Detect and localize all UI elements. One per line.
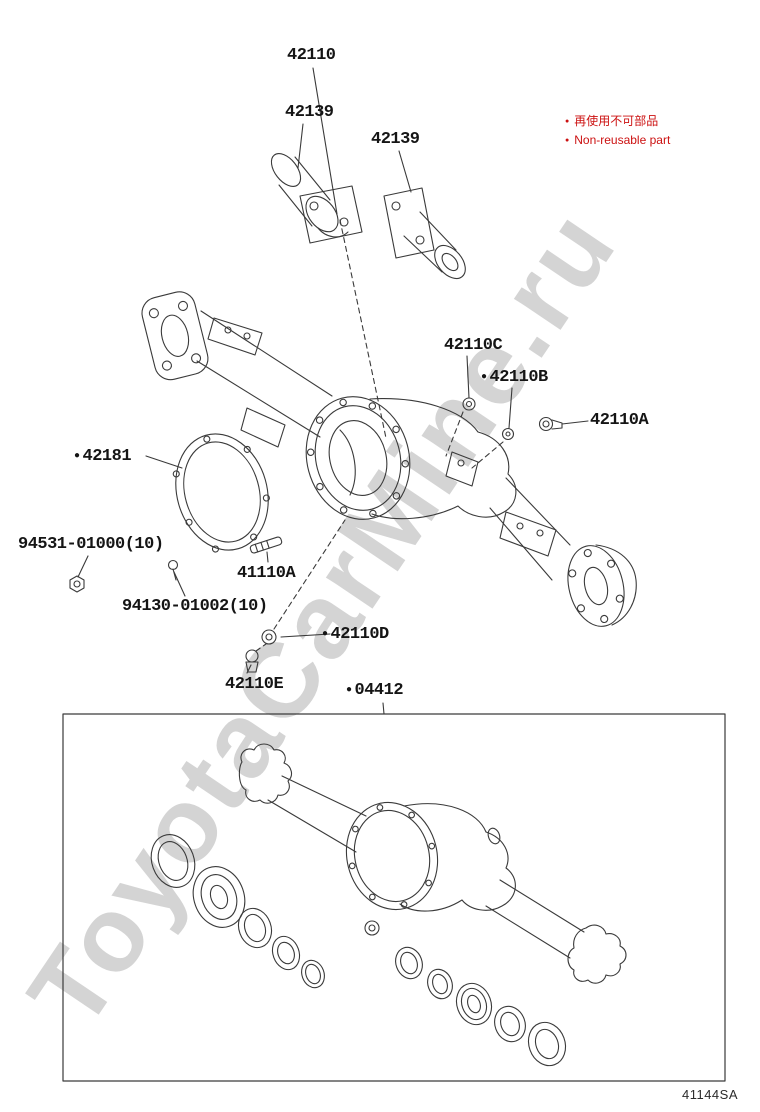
kit-rings-right [395, 946, 567, 1067]
kit-axle-housing [238, 743, 627, 984]
part-label-42110E[interactable]: 42110E [225, 675, 284, 694]
part-number-text: 42139 [285, 103, 334, 122]
part-label-42110A[interactable]: 42110A [590, 411, 649, 430]
part-label-42110C[interactable]: 42110C [444, 336, 503, 355]
part-number-text: 41110A [237, 564, 296, 583]
part-number-text: 42110E [225, 675, 284, 694]
part-label-94531-01000[interactable]: 94531-01000(10) [18, 535, 164, 554]
non-reusable-bullet-icon: ● [74, 450, 80, 462]
part-label-42139-left[interactable]: 42139 [285, 103, 334, 122]
legend-line-cjk: ● 再使用不可部品 [565, 112, 670, 131]
legend-text-cjk: 再使用不可部品 [574, 114, 659, 128]
legend-bullet-icon: ● [565, 137, 570, 145]
kit-rings-left [150, 834, 325, 989]
diagram-code: 41144SA [681, 1087, 738, 1102]
axle-housing-assembly [141, 291, 637, 627]
nut-94531 [69, 575, 85, 593]
part-label-42181[interactable]: ●42181 [74, 447, 132, 466]
part-number-text: 42110A [590, 411, 649, 430]
fitting-42110C [462, 397, 476, 411]
vent-joint-left [270, 153, 363, 244]
kit-box-04412 [62, 713, 726, 1082]
bolt-94130 [167, 559, 179, 581]
part-label-42110B[interactable]: ●42110B [481, 368, 548, 387]
plug-42110E [245, 649, 259, 673]
non-reusable-bullet-icon: ● [481, 371, 487, 383]
part-label-42110[interactable]: 42110 [287, 46, 336, 65]
non-reusable-legend: ● 再使用不可部品 ● Non-reusable part [565, 112, 670, 150]
legend-bullet-icon: ● [565, 118, 570, 125]
non-reusable-bullet-icon: ● [346, 684, 352, 696]
dashed-leader-lines [255, 219, 504, 652]
gasket-42181 [172, 433, 270, 553]
part-number-text: 42139 [371, 130, 420, 149]
vent-joint-right [383, 187, 466, 280]
plug-42110A [538, 416, 563, 432]
part-number-text: 42110D [330, 625, 390, 644]
part-label-41110A[interactable]: 41110A [237, 564, 296, 583]
part-number-text: 04412 [354, 681, 404, 700]
leader-lines [77, 67, 589, 715]
part-number-text: 42110C [444, 336, 503, 355]
part-number-text: 94130-01002(10) [122, 597, 268, 616]
part-label-94130-01002[interactable]: 94130-01002(10) [122, 597, 268, 616]
legend-text-en: Non-reusable part [574, 133, 671, 148]
legend-line-en: ● Non-reusable part [565, 131, 670, 150]
washer-42110B [501, 427, 515, 441]
part-label-04412[interactable]: ●04412 [346, 681, 404, 700]
part-label-42110D[interactable]: ●42110D [322, 625, 389, 644]
non-reusable-bullet-icon: ● [322, 628, 328, 640]
part-number-text: 42181 [82, 447, 132, 466]
part-number-text: 42110B [489, 368, 549, 387]
part-number-text: 94531-01000(10) [18, 535, 164, 554]
washer-42110D [261, 629, 277, 645]
part-label-42139-right[interactable]: 42139 [371, 130, 420, 149]
part-number-text: 42110 [287, 46, 336, 65]
stud-41110A [249, 536, 283, 554]
